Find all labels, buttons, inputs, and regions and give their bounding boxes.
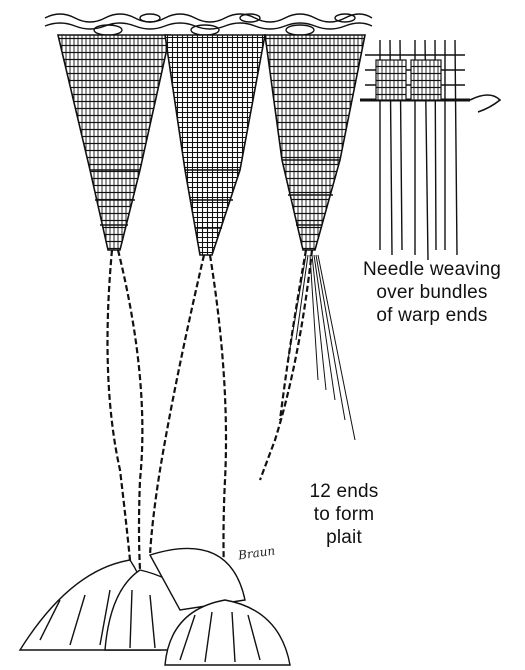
woven-cone-right	[265, 35, 365, 250]
plait-label: 12 ends to form plait	[296, 480, 392, 550]
needle-weaving-line-1: Needle weaving	[352, 258, 512, 281]
loose-warp-ends	[288, 255, 355, 440]
warp-bundles	[360, 40, 500, 260]
plait-line-2: to form	[296, 503, 392, 526]
plait-line-3: plait	[296, 526, 392, 549]
top-fringe	[45, 14, 372, 35]
needle-weaving-label: Needle weaving over bundles of warp ends	[352, 258, 512, 328]
woven-cone-middle	[165, 35, 265, 255]
woven-cone-left	[58, 35, 170, 250]
needle-weaving-line-2: over bundles	[352, 281, 512, 304]
needle-weaving-line-3: of warp ends	[352, 304, 512, 327]
plait-cords	[108, 250, 313, 600]
plait-line-1: 12 ends	[296, 480, 392, 503]
tassels	[20, 548, 290, 665]
